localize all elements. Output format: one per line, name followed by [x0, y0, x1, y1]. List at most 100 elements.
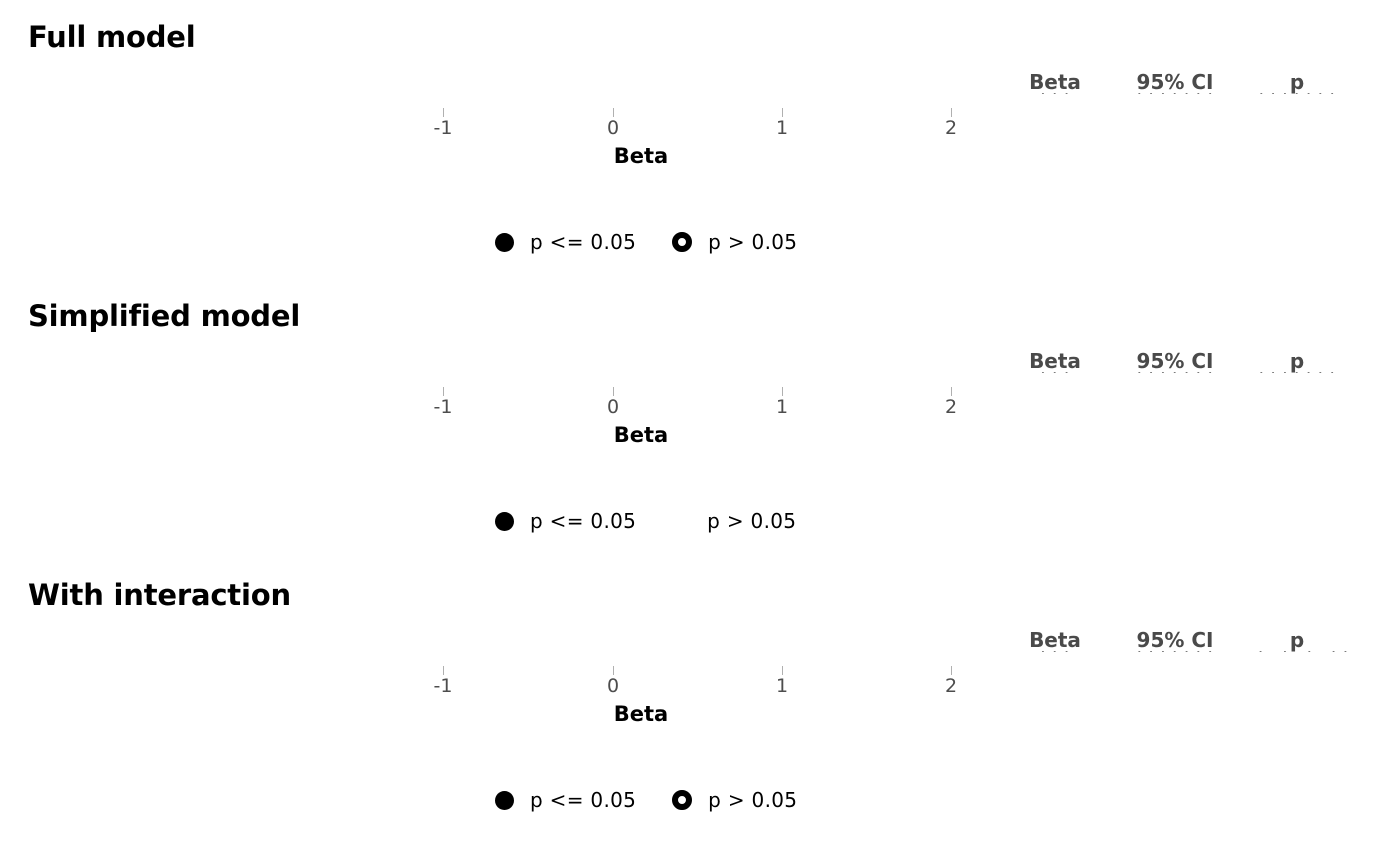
cell-beta: . . .	[1040, 372, 1070, 378]
x-axis: -1 0 1 2	[350, 108, 1000, 144]
axis-tick	[782, 108, 783, 117]
cell-beta: . . .	[1040, 114, 1070, 119]
cell-ci: . . - . . -	[1142, 393, 1208, 398]
axis-tick-label: 1	[775, 675, 789, 697]
cell-ci: . . . . . . .	[1137, 651, 1214, 657]
axis-tick	[782, 666, 783, 675]
filled-circle-icon	[495, 511, 514, 531]
column-header-ci: 95% CI	[1136, 70, 1214, 94]
axis-tick-label: 2	[944, 396, 958, 418]
column-header-p: p	[1289, 70, 1305, 94]
column-header-p: p	[1289, 628, 1305, 652]
table-row: . . . . . . . . . . . . . . .	[1010, 672, 1355, 693]
axis-tick	[443, 666, 444, 675]
hollow-circle-icon	[672, 232, 693, 252]
cell-beta: . . .	[1040, 93, 1070, 99]
stats-table: Beta 95% CI p . . . . . . . . . . . . . …	[1010, 70, 1355, 135]
table-row: . . . . . . . . . . . . . . . . .	[1010, 93, 1355, 114]
table-body: . . . . . . . . . . - . - . - . - . . . …	[1010, 651, 1355, 693]
table-row: . . . . . . . . . . - . - . - . - . .	[1010, 651, 1355, 672]
legend-label: p > 0.05	[707, 509, 797, 533]
hollow-circle-icon	[672, 512, 691, 531]
legend-item-significant: p <= 0.05	[495, 788, 636, 812]
column-header-beta: Beta	[1029, 628, 1081, 652]
legend-label: p <= 0.05	[530, 230, 637, 254]
legend-label: p > 0.05	[708, 788, 798, 812]
legend-label: p <= 0.05	[530, 788, 637, 812]
table-header-row: Beta 95% CI p	[1010, 70, 1355, 94]
x-axis-title: Beta	[350, 702, 1000, 726]
x-axis-title-text: Beta	[613, 144, 669, 168]
panel-title: With interaction	[28, 578, 291, 612]
legend-item-significant: p <= 0.05	[495, 230, 636, 254]
legend: p <= 0.05 p > 0.05	[495, 226, 797, 258]
legend-item-nonsignificant: p > 0.05	[672, 509, 796, 533]
plot-area	[350, 62, 1000, 110]
legend: p <= 0.05 p > 0.05	[495, 784, 797, 816]
panel-simplified-model: Simplified model -1 0 1 2 Beta p <= 0.05…	[0, 279, 1400, 558]
column-header-ci: 95% CI	[1136, 628, 1214, 652]
table-header-row: Beta 95% CI p	[1010, 349, 1355, 373]
filled-circle-icon	[495, 232, 514, 252]
cell-ci: . . . . . .	[1143, 672, 1208, 677]
cell-p: . . . . . . . .	[1253, 114, 1342, 119]
x-axis-title: Beta	[350, 423, 1000, 447]
x-axis-title: Beta	[350, 144, 1000, 168]
cell-p: - . - . - . - . .	[1245, 651, 1348, 657]
column-header-beta: Beta	[1029, 349, 1081, 373]
axis-tick	[951, 387, 952, 396]
axis-tick-label: 0	[606, 396, 620, 418]
table-body: . . . . . . . . . . . . . . . . . . . . …	[1010, 93, 1355, 135]
legend-item-nonsignificant: p > 0.05	[672, 230, 797, 254]
axis-tick-label: -1	[433, 675, 453, 697]
table-header-row: Beta 95% CI p	[1010, 628, 1355, 652]
x-axis: -1 0 1 2	[350, 666, 1000, 702]
stats-table: Beta 95% CI p . . . . . . . . . . - . - …	[1010, 628, 1355, 693]
cell-beta: . . .	[1040, 651, 1070, 657]
stats-table: Beta 95% CI p . . . . . . . . . . . . . …	[1010, 349, 1355, 414]
legend-label: p > 0.05	[708, 230, 798, 254]
axis-tick-label: -1	[433, 117, 453, 139]
axis-tick-label: 2	[944, 675, 958, 697]
cell-ci: . . . . . . .	[1137, 93, 1214, 99]
legend-item-nonsignificant: p > 0.05	[672, 788, 797, 812]
legend-item-significant: p <= 0.05	[495, 509, 636, 533]
cell-ci: . . . . . . .	[1137, 372, 1214, 378]
cell-beta: . . .	[1040, 393, 1070, 398]
axis-tick-label: 2	[944, 117, 958, 139]
cell-p: . . . . . . . .	[1253, 393, 1342, 398]
axis-tick	[443, 387, 444, 396]
axis-tick	[951, 666, 952, 675]
x-axis: -1 0 1 2	[350, 387, 1000, 423]
panel-with-interaction: With interaction -1 0 1 2 Beta p <= 0.05…	[0, 558, 1400, 837]
table-row: . . . . . . . . - . . . . . . . .	[1010, 114, 1355, 135]
legend: p <= 0.05 p > 0.05	[495, 505, 796, 537]
column-header-beta: Beta	[1029, 70, 1081, 94]
axis-tick-label: -1	[433, 396, 453, 418]
plot-area	[350, 341, 1000, 389]
table-row: . . . . . . . . . . . . . . . . .	[1010, 372, 1355, 393]
cell-p: . . . . . . .	[1259, 93, 1336, 99]
panel-title: Full model	[28, 20, 196, 54]
panel-full-model: Full model -1 0 1 2 Beta p <= 0.05 p > 0…	[0, 0, 1400, 279]
legend-label: p <= 0.05	[530, 509, 637, 533]
axis-tick	[951, 108, 952, 117]
cell-p: . . . . . .	[1265, 672, 1330, 677]
axis-tick	[782, 387, 783, 396]
x-axis-title-text: Beta	[613, 702, 669, 726]
cell-ci: . . . . . -	[1142, 114, 1208, 119]
column-header-p: p	[1289, 349, 1305, 373]
axis-tick	[613, 666, 614, 675]
axis-tick	[613, 387, 614, 396]
column-header-ci: 95% CI	[1136, 349, 1214, 373]
panel-title: Simplified model	[28, 299, 301, 333]
x-axis-title-text: Beta	[613, 423, 669, 447]
filled-circle-icon	[495, 790, 514, 810]
axis-tick-label: 0	[606, 675, 620, 697]
cell-beta: . . .	[1040, 672, 1070, 677]
axis-tick	[613, 108, 614, 117]
plot-area	[350, 620, 1000, 668]
axis-tick-label: 0	[606, 117, 620, 139]
table-row: . . . . . - . . - . . . . . . . .	[1010, 393, 1355, 414]
